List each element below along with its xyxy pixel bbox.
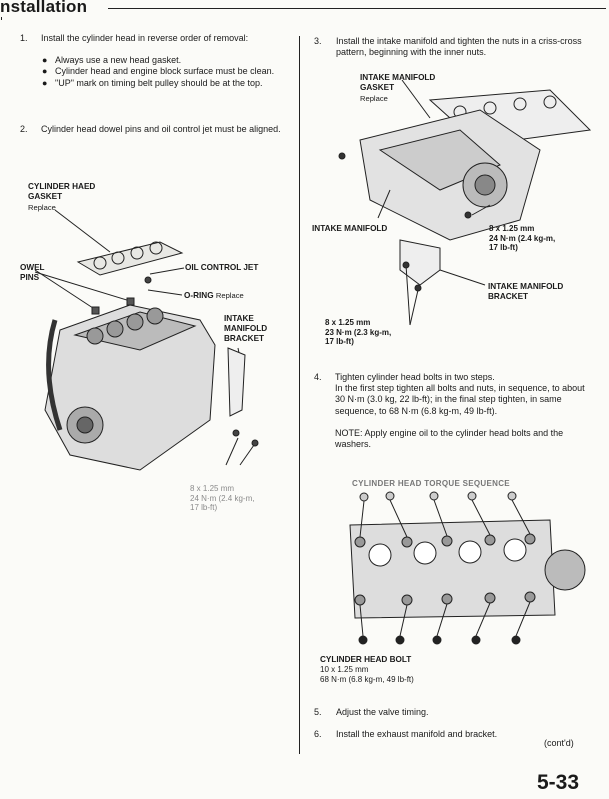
label-intake-manifold: INTAKE MANIFOLD [312,224,388,233]
label-dowel-pins: OWEL PINS [20,263,45,282]
label-intake-gasket-replace: Replace [360,94,388,103]
label-oil-control-jet: OIL CONTROL JET [185,263,259,272]
step-4: 4. Tighten cylinder head bolts in two st… [314,372,592,450]
step-5: 5. Adjust the valve timing. [314,707,584,718]
label-cylinder-head-bolt: CYLINDER HEAD BOLT [320,655,412,664]
page-number: 5-33 [537,771,580,794]
label-o-ring-text: O-RING [184,291,214,300]
header-rule [108,8,606,9]
spec-cylinder-head-bolt: 10 x 1.25 mm 68 N·m (6.8 kg-m, 49 lb-ft) [320,665,414,684]
step-1: 1. Install the cylinder head in reverse … [20,33,290,89]
page-title: nstallation [0,0,94,17]
label-cylinder-head-gasket: CYLINDER HAED GASKET [28,182,96,201]
step-4-number: 4. [314,372,322,382]
torque-sequence-title: CYLINDER HEAD TORQUE SEQUENCE [352,479,510,488]
torque-sequence-diagram [349,491,586,645]
continued-note: (cont'd) [544,738,574,748]
label-intake-manifold-bracket: INTAKE MANIFOLD BRACKET [224,314,268,343]
step-2-text: Cylinder head dowel pins and oil control… [41,124,281,134]
spec-manifold-nut: 8 x 1.25 mm 24 N·m (2.4 kg-m, 17 lb-ft) [489,224,556,253]
step-3-number: 3. [314,36,322,46]
step-2: 2. Cylinder head dowel pins and oil cont… [20,124,290,135]
step-4-note: NOTE: Apply engine oil to the cylinder h… [335,427,564,450]
step-2-number: 2. [20,124,28,134]
step-4-text: Tighten cylinder head bolts in two steps… [335,372,585,416]
label-o-ring: O-RING Replace [184,291,244,301]
spec-bracket-bolt-right: 8 x 1.25 mm 23 N·m (2.3 kg-m, 17 lb-ft) [325,318,392,347]
step-1-number: 1. [20,33,28,43]
cylinder-head-install-diagram [34,209,259,471]
label-o-ring-replace: Replace [215,291,244,300]
step-6-text: Install the exhaust manifold and bracket… [336,729,498,739]
step-6: 6. Install the exhaust manifold and brac… [314,729,584,740]
label-gasket-replace: Replace [28,203,56,212]
bullet-item: Always use a new head gasket. [42,55,290,66]
bullet-item: "UP" mark on timing belt pulley should b… [42,78,290,89]
step-5-text: Adjust the valve timing. [336,707,429,717]
step-5-number: 5. [314,707,322,717]
label-intake-manifold-bracket-right: INTAKE MANIFOLD BRACKET [488,282,564,301]
intake-manifold-diagram [338,79,592,326]
step-1-text: Install the cylinder head in reverse ord… [41,33,249,43]
label-intake-manifold-gasket: INTAKE MANIFOLD GASKET [360,73,436,92]
bullet-item: Cylinder head and engine block surface m… [42,66,290,77]
step-6-number: 6. [314,729,322,739]
step-3-text: Install the intake manifold and tighten … [336,36,582,58]
step-1-bullets: Always use a new head gasket. Cylinder h… [42,55,290,89]
spec-bracket-bolt: 8 x 1.25 mm 24 N·m (2.4 kg-m, 17 lb-ft) [190,484,255,513]
column-divider [299,36,300,754]
step-3: 3. Install the intake manifold and tight… [314,36,589,58]
